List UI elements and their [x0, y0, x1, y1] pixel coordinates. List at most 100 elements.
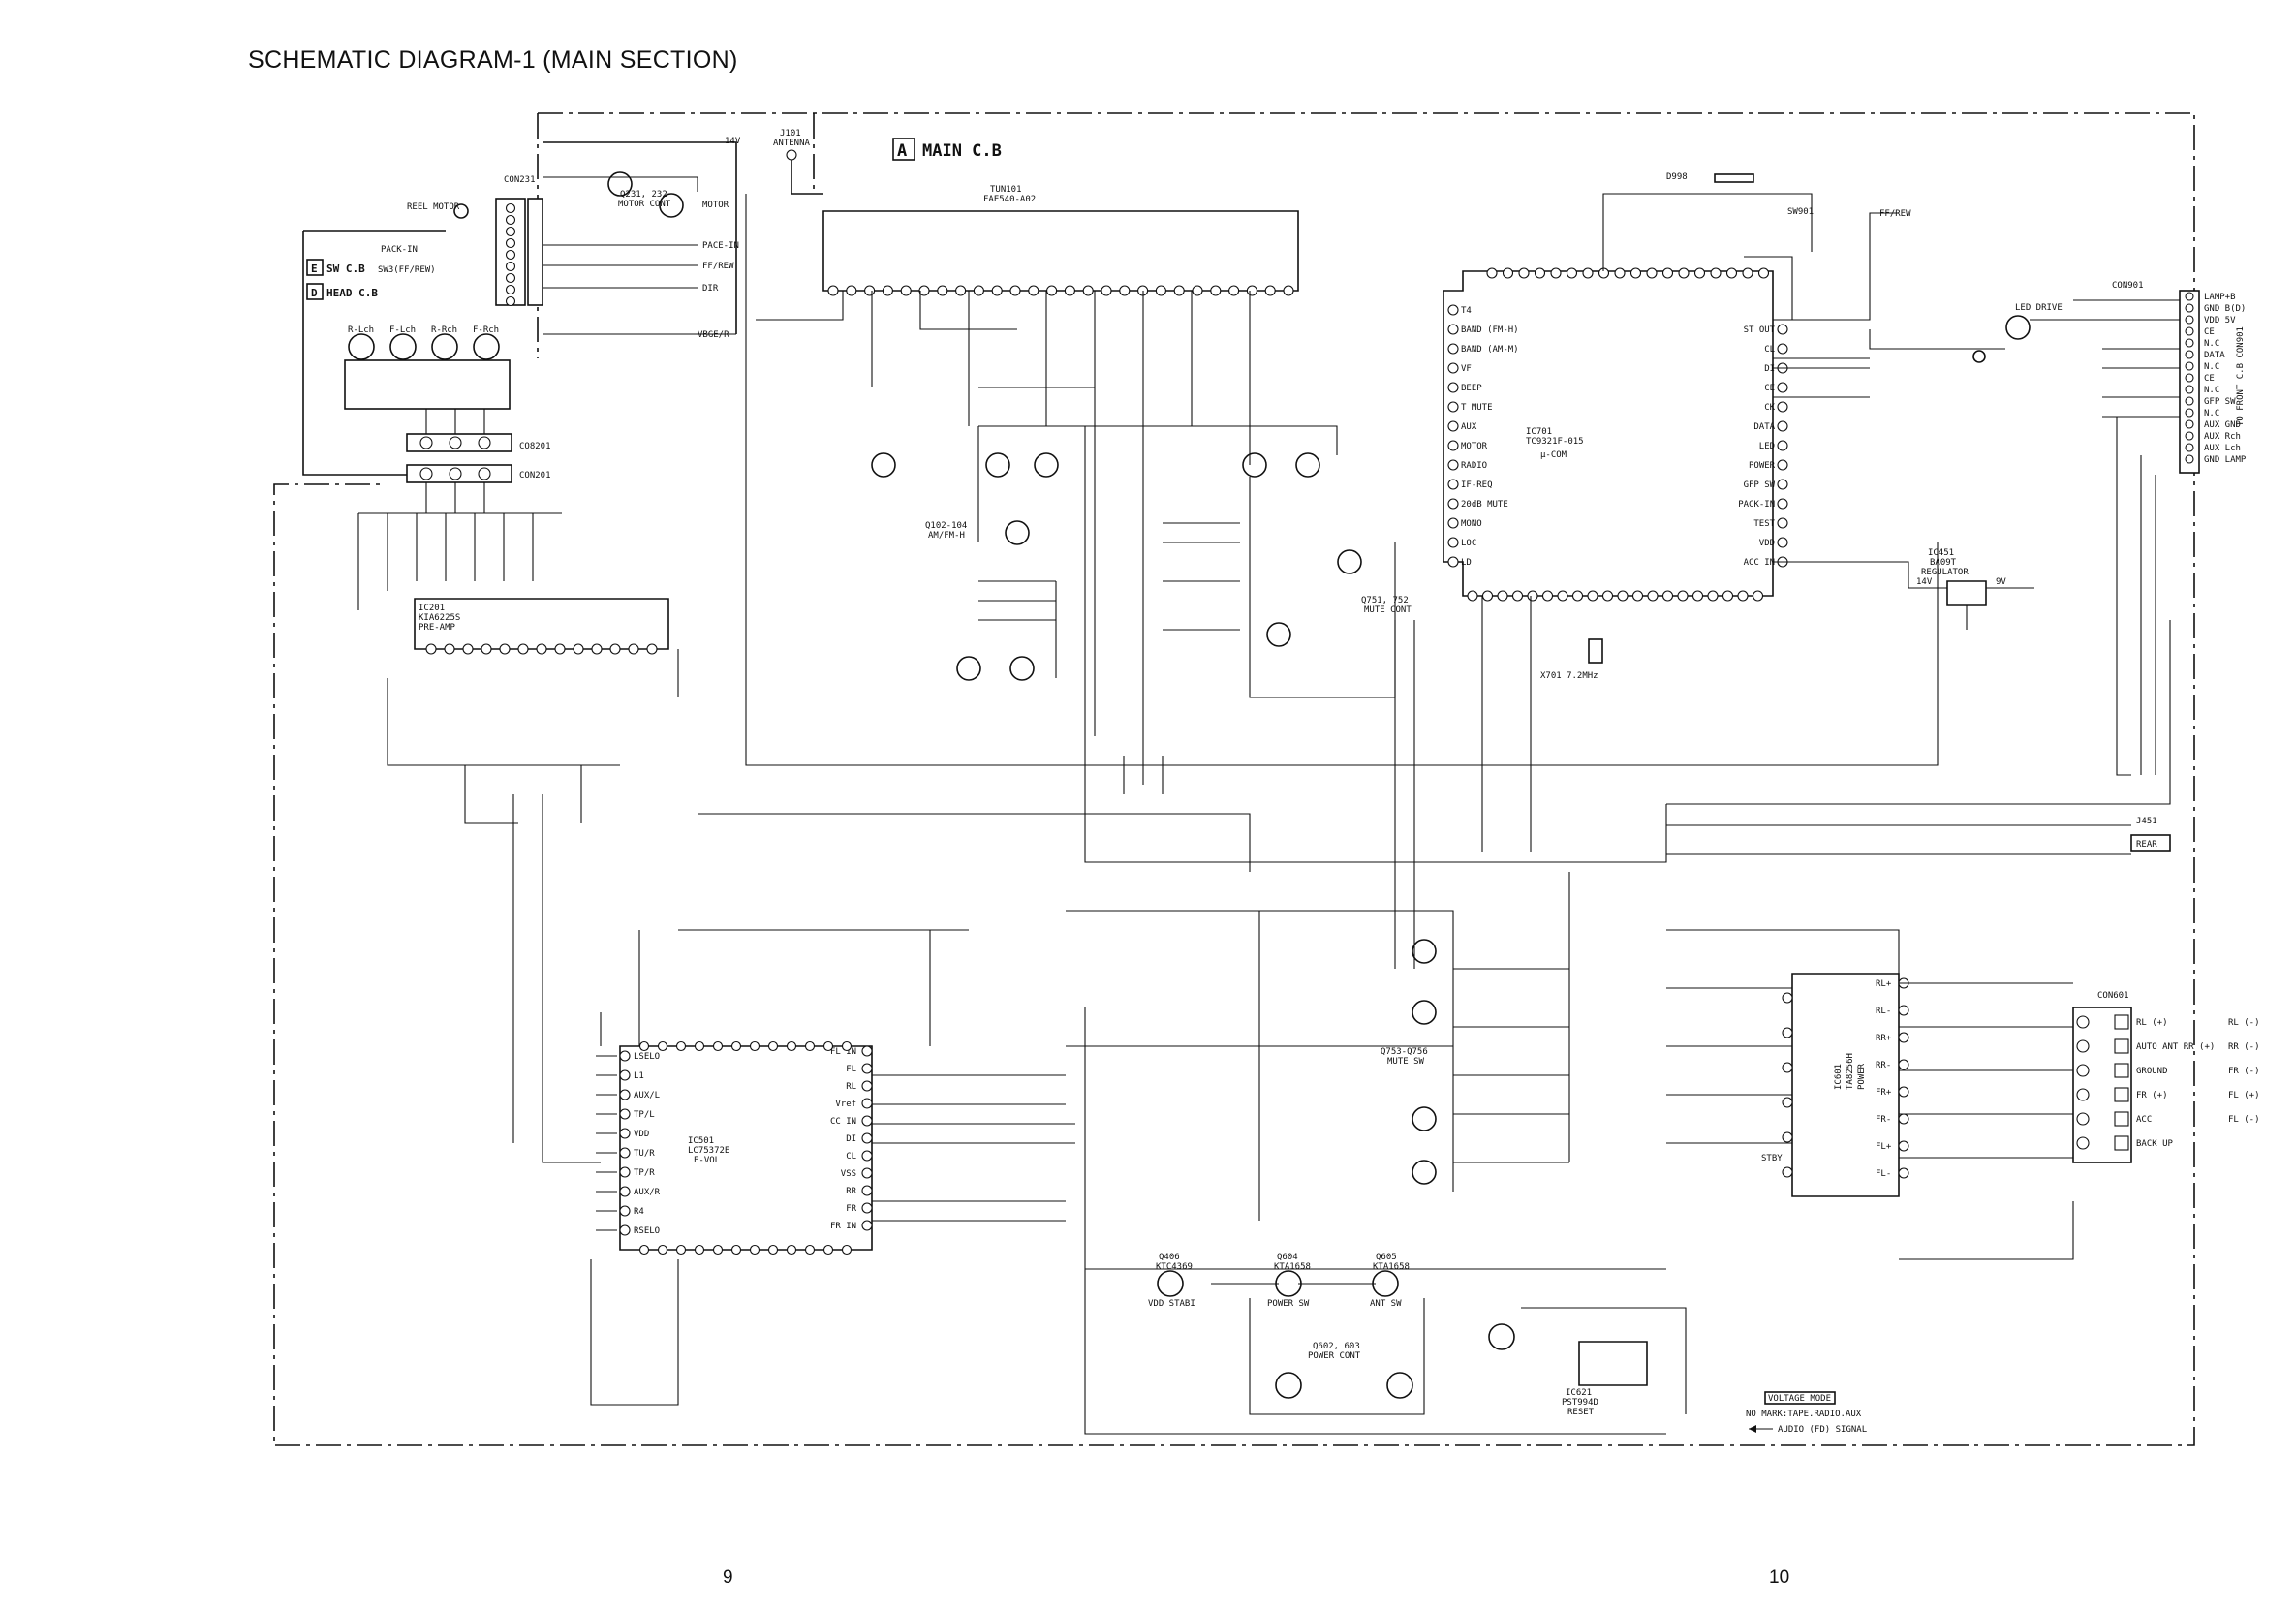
evol-left-pin — [619, 1069, 631, 1081]
power-sw-function: POWER SW — [1267, 1299, 1310, 1309]
front-pin-label: GND LAMP — [2204, 455, 2247, 465]
power-ic-left-pin — [1782, 1027, 1793, 1038]
tuner-pin — [1101, 285, 1112, 296]
ic701-bottom-pin — [1541, 590, 1554, 602]
front-pin — [2185, 385, 2194, 394]
ic701-bottom-pin — [1527, 590, 1538, 602]
power-ic-pin-label: RR+ — [1876, 1034, 1892, 1043]
mute-cont-ref: Q751, 752 — [1361, 596, 1409, 605]
tuner-pin — [1228, 285, 1240, 296]
front-pin — [2185, 419, 2194, 429]
evol-top-pin — [786, 1040, 797, 1052]
con601-pin — [2114, 1038, 2129, 1054]
evol-top-pin — [841, 1040, 853, 1052]
tuner-pin — [827, 285, 839, 296]
ic701-left-pin-label: LOC — [1461, 539, 1476, 548]
bus-lines — [698, 194, 2171, 969]
front-cb-text: TO FRONT C.B CON901 — [2236, 326, 2246, 426]
ic701-bottom-pin — [1631, 590, 1644, 602]
ic701-top-pin — [1678, 267, 1690, 279]
evol-bottom-pin — [657, 1244, 668, 1255]
evol-left-pin — [619, 1147, 631, 1159]
front-pin-label: N.C — [2204, 362, 2219, 372]
ic701-left-pin — [1447, 401, 1459, 413]
vdd-stabi-part: KTC4369 — [1156, 1262, 1193, 1272]
motor-cont-ref: Q231, 232 — [620, 190, 667, 200]
ic201-pin — [554, 643, 566, 655]
evol-left-pin — [619, 1050, 631, 1062]
evol-top-pin — [822, 1040, 834, 1052]
head-coil — [348, 333, 375, 360]
ic701-top-pin — [1629, 267, 1642, 279]
con601-pin-label: BACK UP — [2136, 1139, 2174, 1149]
con601-left-pin — [2076, 1039, 2090, 1053]
ic701-right-pin — [1777, 537, 1788, 548]
tuner-pin — [882, 285, 893, 296]
tuner-pin — [991, 285, 1003, 296]
front-pin-label: GND B(D) — [2204, 304, 2246, 314]
ic701-bottom-pin — [1497, 590, 1508, 602]
tuner-pin — [1210, 285, 1222, 296]
signal-vbge: VBGE/R — [698, 330, 729, 340]
front-pin-label: N.C — [2204, 386, 2219, 395]
power-cont-ref: Q602, 603 — [1313, 1342, 1360, 1351]
tuner-pin — [955, 285, 967, 296]
pre-amp-part: KIA6225S — [419, 613, 460, 623]
stdby-label: STBY — [1761, 1154, 1783, 1163]
evol-top-pin — [712, 1040, 724, 1052]
am-fm-function: AM/FM-H — [928, 531, 965, 541]
legend: VOLTAGE MODE NO MARK:TAPE.RADIO.AUX AUDI… — [1746, 1391, 1867, 1435]
ic701-top-pin — [1566, 267, 1578, 279]
evol-right-label: FR — [846, 1204, 856, 1214]
ic701-bottom-pin — [1601, 590, 1614, 602]
evol-right-pin — [861, 1185, 873, 1196]
ic701-bottom-pin — [1647, 590, 1659, 602]
ic701-left-pin — [1447, 343, 1459, 355]
ic701-left-pin-label: BAND (AM-M) — [1461, 345, 1519, 355]
pre-amp-ic201: IC201 KIA6225S PRE-AMP — [357, 512, 679, 824]
con231-pin — [505, 249, 516, 261]
reset-ref: IC621 — [1566, 1388, 1592, 1398]
crystal-label: X701 7.2MHz — [1540, 671, 1598, 681]
evol-right-pin — [861, 1045, 873, 1057]
ic701-top-pin — [1582, 267, 1594, 279]
ic701-bottom-pin — [1481, 590, 1494, 602]
regulator-function: REGULATOR — [1921, 568, 1969, 577]
head-label: R-Rch — [431, 325, 457, 335]
ic701-bottom-pin — [1661, 590, 1674, 602]
tuner-pin — [1246, 285, 1257, 296]
power-ic-left-pin — [1782, 1166, 1793, 1178]
ic201-pin — [573, 643, 584, 655]
evol-left-label: AUX/L — [634, 1091, 660, 1100]
head-cb-letter: D — [311, 287, 318, 299]
power-ic-pin-label: RR- — [1876, 1061, 1891, 1070]
tuner-pin — [937, 285, 948, 296]
ic701-right-pin — [1777, 382, 1788, 393]
ic701-right-pin-label: CL — [1764, 345, 1775, 355]
power-ic-pin-label: FR+ — [1876, 1088, 1892, 1098]
ic701-left-pin — [1447, 517, 1459, 529]
ic701-bottom-pin — [1571, 590, 1584, 602]
evol-right-pin — [861, 1115, 873, 1127]
voltage-mode-box: VOLTAGE MODE — [1768, 1394, 1831, 1404]
con601-pin — [2114, 1063, 2129, 1078]
regulator-part: BA09T — [1930, 558, 1957, 568]
evol-ref: IC501 — [688, 1136, 714, 1146]
tuner-pin — [1064, 285, 1075, 296]
ic701-left-pin — [1447, 420, 1459, 432]
front-pin-label: LAMP+B — [2204, 293, 2236, 302]
ic201-pin — [646, 643, 658, 655]
ic701-top-pin — [1710, 267, 1722, 279]
regulator-ref: IC451 — [1928, 548, 1954, 558]
con231-pin — [505, 214, 516, 226]
front-pin-label: DATA — [2204, 351, 2225, 360]
antenna-ref: J101 — [780, 129, 801, 139]
antenna-j101: J101 ANTENNA — [773, 129, 823, 195]
tuner-pin — [846, 285, 857, 296]
ic701-left-pin-label: RADIO — [1461, 461, 1487, 471]
ic701-bottom-pin — [1511, 590, 1524, 602]
